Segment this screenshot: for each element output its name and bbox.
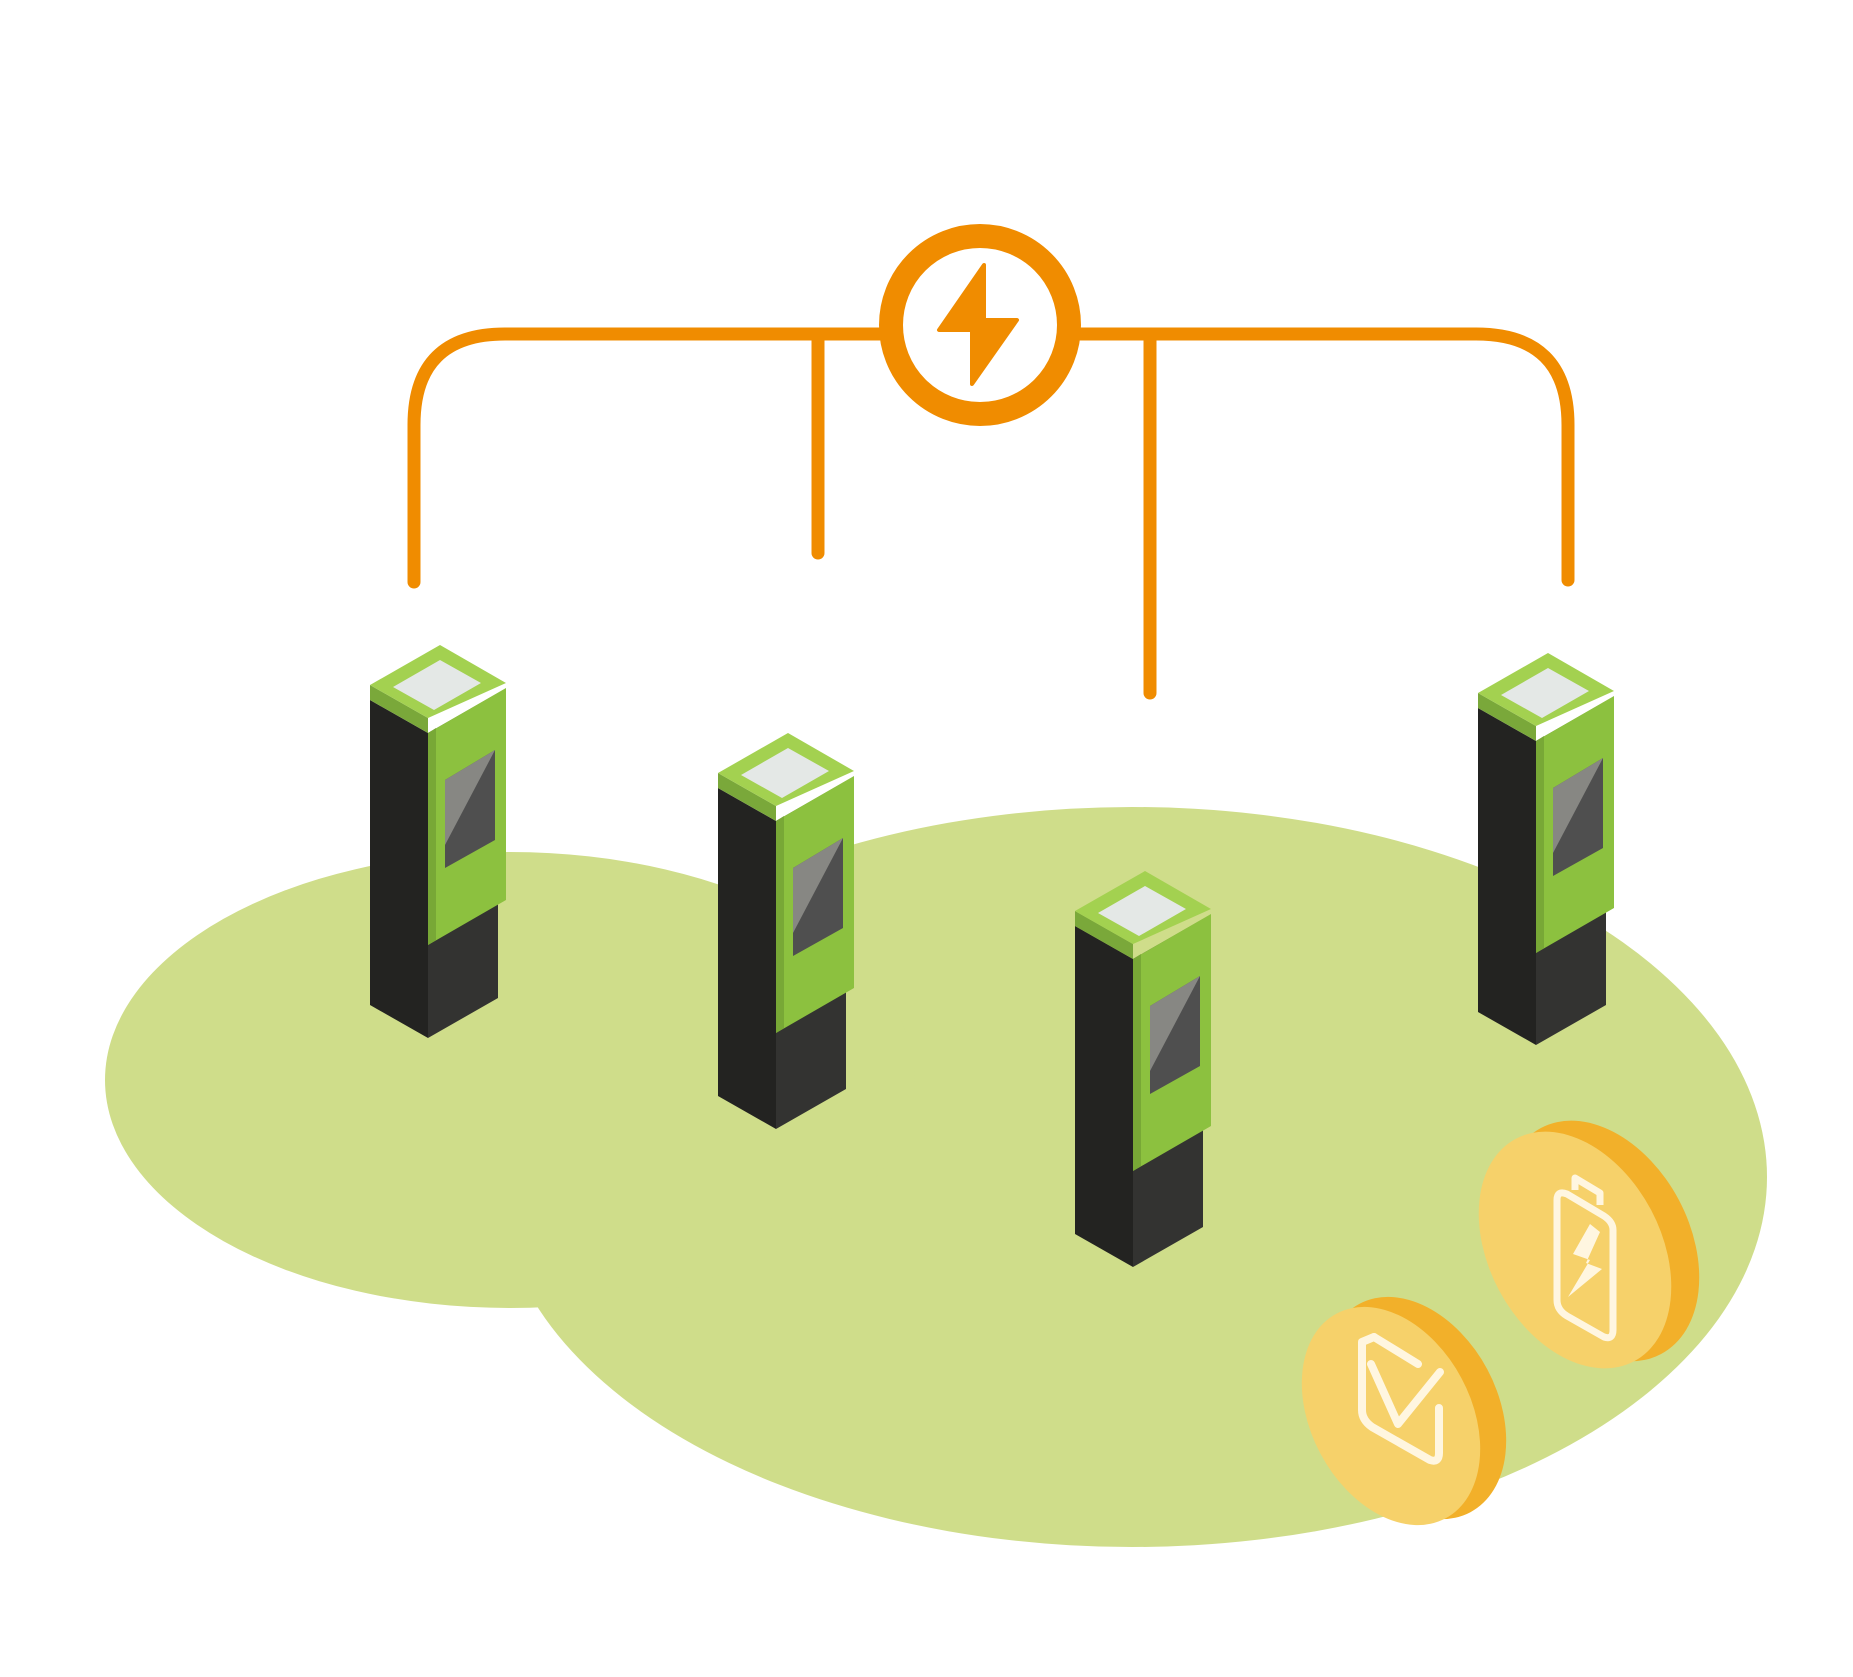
charger-body-left — [1075, 926, 1133, 1267]
charger-top-edge — [1075, 911, 1133, 959]
charger-panel-edge — [1536, 736, 1544, 953]
charging-stations — [370, 645, 1614, 1267]
charger-body-left — [718, 788, 776, 1129]
charger-side-screen-glare — [1553, 758, 1603, 853]
power-wires — [407, 327, 1575, 700]
charger-side-screen-glare — [1150, 976, 1200, 1071]
charger-3 — [1075, 871, 1211, 1267]
charger-top-screen — [393, 660, 481, 710]
coin-checkmark — [1301, 1296, 1507, 1526]
battery-charging-icon — [1553, 1174, 1617, 1342]
charger-body-left — [1478, 708, 1536, 1045]
charger-top-screen — [1501, 668, 1589, 718]
charger-2 — [718, 733, 854, 1129]
charger-top-screen — [741, 748, 829, 798]
charger-panel-edge — [1133, 954, 1141, 1171]
power-hub — [879, 224, 1081, 426]
charger-1 — [370, 645, 506, 1038]
charger-panel-edge — [776, 816, 784, 1033]
charger-side-screen-glare — [445, 750, 495, 845]
charger-top-edge — [1478, 693, 1536, 741]
wire-left-outer — [407, 327, 917, 589]
coin-battery — [1478, 1120, 1700, 1369]
charger-4 — [1478, 653, 1614, 1045]
charger-panel-edge — [428, 728, 436, 945]
charger-body-left — [370, 700, 428, 1038]
charger-side-screen-glare — [793, 838, 843, 933]
wire-right-outer — [1068, 327, 1575, 587]
charger-top-screen — [1098, 886, 1186, 936]
power-bolt-icon — [937, 263, 1019, 386]
checkmark-icon — [1358, 1333, 1444, 1465]
charger-top-edge — [370, 685, 428, 733]
charger-top-edge — [718, 773, 776, 821]
